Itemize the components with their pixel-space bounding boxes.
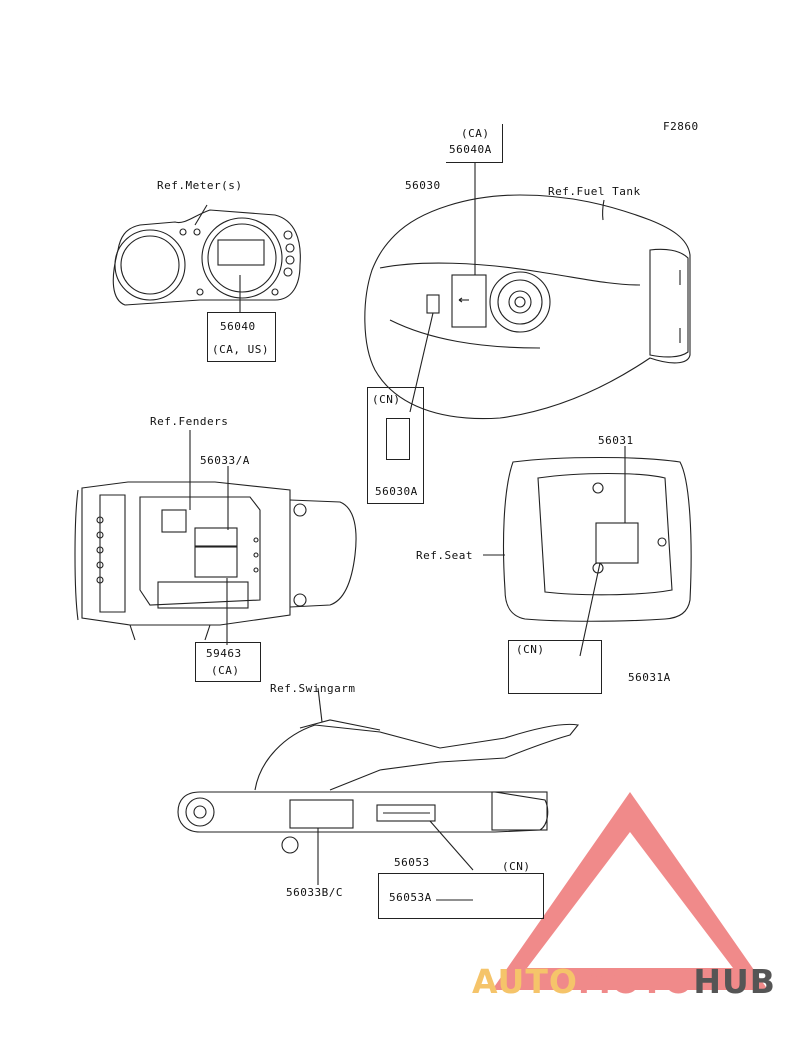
- part-59463-region: (CA): [211, 664, 240, 677]
- part-56040-region: (CA, US): [212, 343, 269, 356]
- fenders-illustration: [74, 430, 357, 645]
- part-56030A: 56030A: [375, 485, 418, 498]
- part-56033BC: 56033B/C: [286, 886, 343, 899]
- watermark-auto: AUTO: [472, 962, 578, 1001]
- meter-illustration: [112, 204, 301, 312]
- watermark-hub: HUB: [693, 962, 776, 1001]
- watermark-triangle: [492, 792, 768, 990]
- part-56040A: 56040A: [449, 143, 492, 156]
- seat-illustration: [483, 446, 692, 657]
- part-56040: 56040: [220, 320, 256, 333]
- part-box-59463: [195, 642, 261, 682]
- part-56030: 56030: [405, 179, 441, 192]
- part-56053A-region: (CN): [502, 860, 531, 873]
- ref-fuel-tank-label: Ref.Fuel Tank: [548, 185, 641, 198]
- ref-meter-label: Ref.Meter(s): [157, 179, 243, 192]
- part-box-56040: [207, 312, 276, 362]
- part-59463: 59463: [206, 647, 242, 660]
- watermark-logo: AUTOMOTOHUB: [472, 962, 776, 1001]
- ref-swingarm-label: Ref.Swingarm: [270, 682, 356, 695]
- ref-fenders-label: Ref.Fenders: [150, 415, 229, 428]
- part-56040A-region: (CA): [461, 127, 490, 140]
- part-56033A: 56033/A: [200, 454, 250, 467]
- part-56030A-region: (CN): [372, 393, 401, 406]
- label-icon-56030A: [386, 418, 410, 460]
- part-box-56031A: [508, 640, 602, 694]
- part-box-56053A: [378, 873, 544, 919]
- part-56031A-region: (CN): [516, 643, 545, 656]
- part-56031: 56031: [598, 434, 634, 447]
- fuel-tank-illustration: [364, 162, 691, 420]
- figure-id: F2860: [663, 120, 699, 133]
- part-56031A: 56031A: [628, 671, 671, 684]
- watermark-moto: MOTO: [577, 962, 694, 1001]
- part-56053A: 56053A: [389, 891, 432, 904]
- swingarm-illustration: [177, 687, 580, 901]
- ref-seat-label: Ref.Seat: [416, 549, 473, 562]
- part-56053: 56053: [394, 856, 430, 869]
- part-box-56040A: [446, 124, 503, 163]
- part-box-56030A: [367, 387, 424, 504]
